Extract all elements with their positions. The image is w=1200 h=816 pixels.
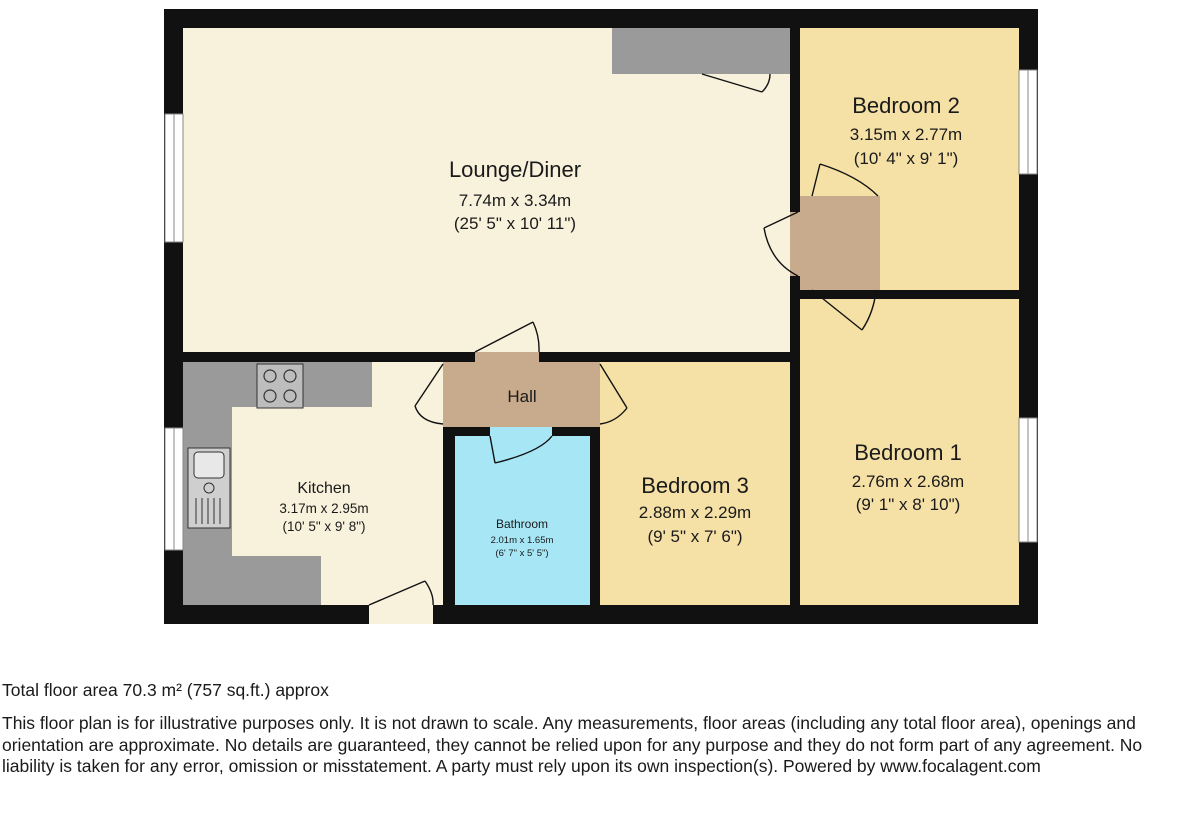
window-lounge — [164, 113, 184, 243]
bedroom1-name: Bedroom 1 — [854, 440, 962, 465]
bedroom3-label: Bedroom 3 2.88m x 2.29m (9' 5" x 7' 6") — [639, 473, 751, 546]
kitchen-metric: 3.17m x 2.95m — [279, 501, 368, 516]
bedroom1-metric: 2.76m x 2.68m — [852, 472, 964, 491]
bedroom3-name: Bedroom 3 — [641, 473, 749, 498]
kitchen-name: Kitchen — [297, 480, 350, 497]
bedroom2-metric: 3.15m x 2.77m — [850, 125, 962, 144]
lounge-label: Lounge/Diner 7.74m x 3.34m (25' 5" x 10'… — [449, 157, 581, 233]
window-bedroom2 — [1018, 69, 1038, 175]
bathroom-metric: 2.01m x 1.65m — [491, 535, 554, 546]
bedroom2-label: Bedroom 2 3.15m x 2.77m (10' 4" x 9' 1") — [850, 93, 962, 168]
disclaimer-text: This floor plan is for illustrative purp… — [2, 713, 1143, 776]
window-kitchen — [164, 427, 184, 551]
hob-icon — [256, 363, 304, 409]
door-swings — [368, 73, 879, 606]
entrance-gap — [369, 605, 433, 624]
lounge-metric: 7.74m x 3.34m — [459, 191, 571, 210]
lounge-name: Lounge/Diner — [449, 157, 581, 182]
lounge-storage — [612, 28, 790, 74]
landing-floor-ext — [790, 212, 802, 276]
landing-floor — [800, 196, 880, 290]
bathroom-name: Bathroom — [496, 517, 548, 531]
bedroom3-metric: 2.88m x 2.29m — [639, 503, 751, 522]
lounge-imperial: (25' 5" x 10' 11") — [454, 214, 576, 233]
bedroom1-label: Bedroom 1 2.76m x 2.68m (9' 1" x 8' 10") — [852, 440, 964, 514]
kitchen-imperial: (10' 5" x 9' 8") — [282, 519, 365, 534]
hall-floor — [443, 362, 600, 427]
kitchen-label: Kitchen 3.17m x 2.95m (10' 5" x 9' 8") — [279, 480, 368, 534]
bedroom2-imperial: (10' 4" x 9' 1") — [854, 149, 959, 168]
sink-icon — [187, 447, 231, 529]
floor-plan: Lounge/Diner 7.74m x 3.34m (25' 5" x 10'… — [164, 9, 1038, 624]
bedroom1-floor — [800, 299, 1019, 605]
bedroom1-imperial: (9' 1" x 8' 10") — [856, 495, 961, 514]
door-gap-lounge — [475, 352, 539, 362]
bathroom-label: Bathroom 2.01m x 1.65m (6' 7" x 5' 5") — [491, 517, 554, 559]
kitchen-worktop — [183, 362, 372, 605]
door-gap-kitchen — [443, 364, 445, 424]
bedroom3-imperial: (9' 5" x 7' 6") — [647, 527, 742, 546]
bedroom2-name: Bedroom 2 — [852, 93, 960, 118]
hall-name: Hall — [507, 387, 536, 406]
window-bedroom1 — [1018, 417, 1038, 543]
total-floor-area: Total floor area 70.3 m² (757 sq.ft.) ap… — [2, 680, 329, 700]
lounge-floor — [183, 28, 790, 352]
bedroom3-floor — [600, 362, 790, 605]
door-gap-bathroom — [490, 427, 552, 436]
footer: Total floor area 70.3 m² (757 sq.ft.) ap… — [0, 680, 1200, 778]
bathroom-imperial: (6' 7" x 5' 5") — [495, 548, 548, 559]
bathroom-floor — [455, 436, 590, 605]
